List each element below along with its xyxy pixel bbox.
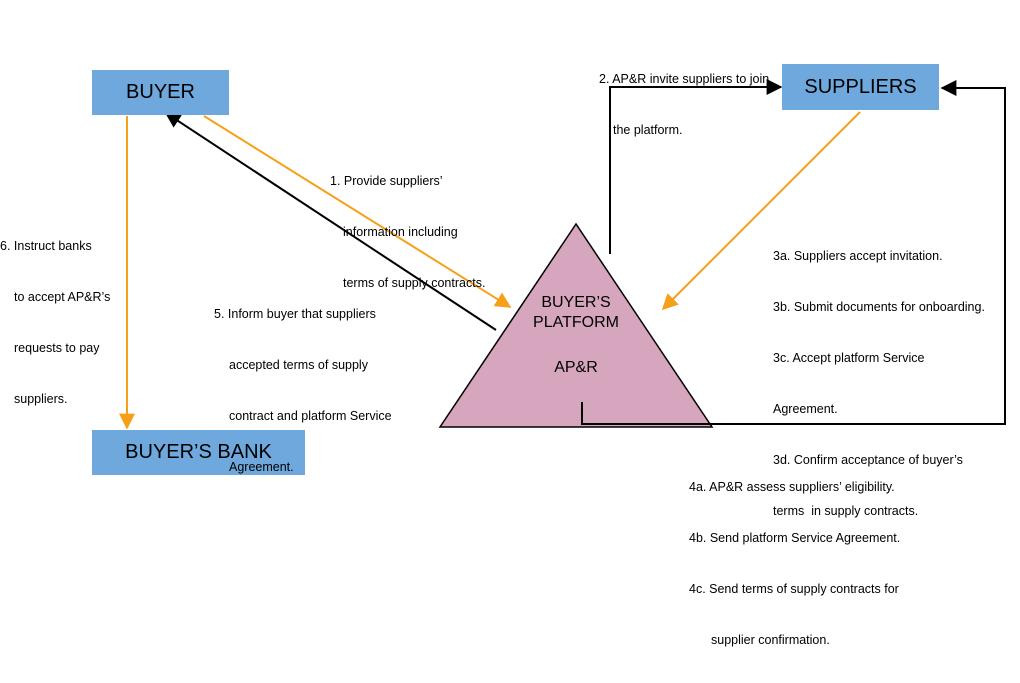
step-1-line: terms of supply contracts. [343, 276, 486, 290]
step-4-line: 4a. AP&R assess suppliers’ eligibility. [689, 480, 895, 494]
step-6-line: 6. Instruct banks [0, 239, 92, 253]
step-6-line: suppliers. [14, 392, 68, 406]
step-3-line: 3b. Submit documents for onboarding. [773, 300, 985, 314]
platform-label-line2: PLATFORM [533, 314, 619, 331]
step-3-note: 3a. Suppliers accept invitation. 3b. Sub… [773, 214, 985, 554]
buyer-node: BUYER [92, 70, 229, 115]
step-5-line: accepted terms of supply [229, 358, 368, 372]
step-3-line: 3d. Confirm acceptance of buyer’s [773, 453, 963, 467]
step-1-line: 1. Provide suppliers’ [330, 174, 443, 188]
arrow-buyer-to-platform [203, 115, 512, 308]
arrow-platform-to-buyer [164, 112, 497, 331]
step-2-line: the platform. [613, 123, 683, 137]
diagram-canvas: BUYER SUPPLIERS BUYER’S BANK BUYER’S PLA… [0, 37, 1006, 647]
step-3-line: 3c. Accept platform Service [773, 351, 925, 365]
step-4-line: 4c. Send terms of supply contracts for [689, 582, 899, 596]
step-5-line: contract and platform Service [229, 409, 392, 423]
step-4-line: 4b. Send platform Service Agreement. [689, 531, 901, 545]
platform-sublabel: AP&R [554, 359, 598, 376]
step-6-line: to accept AP&R’s [14, 290, 111, 304]
step-6-note: 6. Instruct banks to accept AP&R’s reque… [0, 204, 110, 442]
step-3-line: terms in supply contracts. [773, 504, 919, 518]
step-3-line: 3a. Suppliers accept invitation. [773, 249, 943, 263]
suppliers-node: SUPPLIERS [782, 64, 939, 110]
step-5-note: 5. Inform buyer that suppliers accepted … [214, 272, 392, 510]
step-1-note: 1. Provide suppliers’ information includ… [330, 139, 485, 326]
step-5-line: 5. Inform buyer that suppliers [214, 307, 376, 321]
step-2-note: 2. AP&R invite suppliers to join the pla… [599, 37, 769, 173]
arrow-platform-to-suppliers [609, 79, 783, 254]
platform-triangle [438, 222, 714, 428]
step-1-line: information including [343, 225, 458, 239]
step-6-line: requests to pay [14, 341, 100, 355]
buyers-bank-node: BUYER’S BANK [92, 430, 305, 475]
step-2-line: 2. AP&R invite suppliers to join [599, 72, 770, 86]
arrow-platform-to-suppliers-loop [581, 80, 1006, 425]
step-4-note: 4a. AP&R assess suppliers’ eligibility. … [689, 445, 900, 683]
step-3-line: Agreement. [773, 402, 838, 416]
arrow-suppliers-to-platform [661, 111, 861, 311]
step-5-line: Agreement. [229, 460, 294, 474]
platform-label-line1: BUYER’S [541, 294, 611, 311]
step-4-line: supplier confirmation. [711, 633, 830, 647]
diagram-svg [119, 79, 1006, 430]
platform-label: BUYER’S PLATFORM [516, 293, 636, 333]
